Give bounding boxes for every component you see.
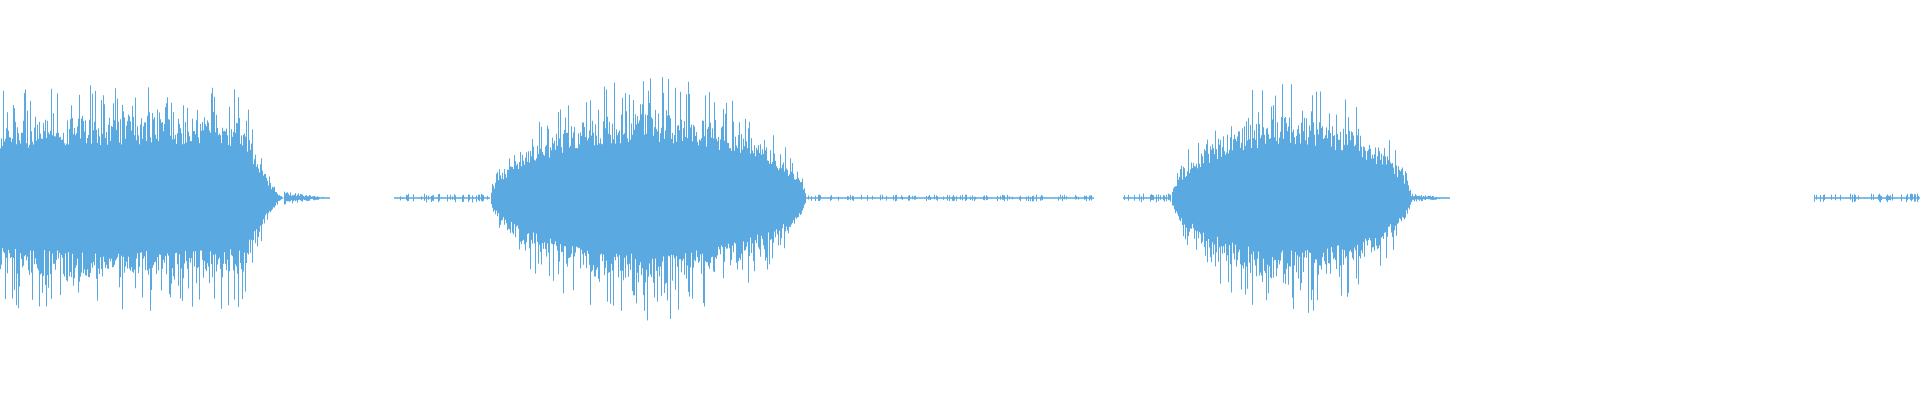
waveform-bars [0,77,1920,321]
